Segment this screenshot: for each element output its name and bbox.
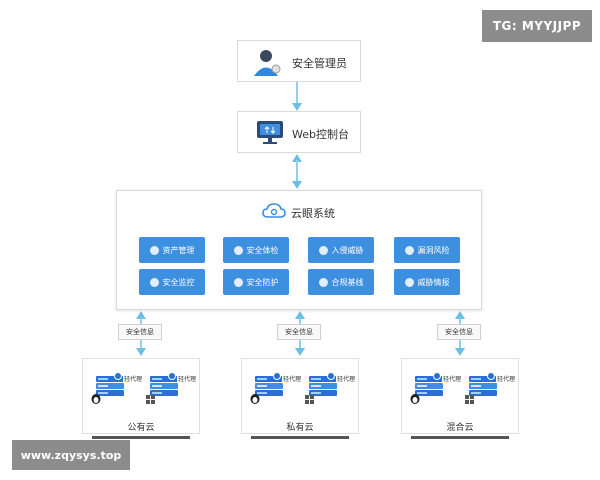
system-label: 云眼系统 <box>291 207 335 220</box>
module-icon <box>149 245 159 255</box>
proxy-label: 轻代理 <box>442 374 463 383</box>
windows-icon <box>146 395 155 404</box>
linux-icon <box>250 394 260 404</box>
cloud-icon <box>262 203 286 218</box>
edge-admin-console <box>296 82 298 104</box>
module-security-monitor: 安全监控 <box>139 269 205 295</box>
module-threat-intel: 威胁情报 <box>394 269 460 295</box>
proxy-label: 轻代理 <box>177 374 198 383</box>
site-watermark: www.zqysys.top <box>12 440 130 470</box>
proxy-label: 轻代理 <box>496 374 517 383</box>
cloud-public-name: 公有云 <box>127 423 155 433</box>
user-icon <box>254 50 281 76</box>
arrow-private-down <box>295 348 305 356</box>
windows-icon <box>465 395 474 404</box>
admin-label: 安全管理员 <box>292 57 347 70</box>
cloud-private-name: 私有云 <box>286 423 314 433</box>
module-icon <box>404 245 414 255</box>
cloud-hybrid-name: 混合云 <box>446 423 474 433</box>
module-security-protection: 安全防护 <box>223 269 289 295</box>
proxy-label: 轻代理 <box>336 374 357 383</box>
proxy-label: 轻代理 <box>282 374 303 383</box>
console-label: Web控制台 <box>292 128 349 141</box>
edge-label-private: 安全信息 <box>277 324 321 340</box>
module-compliance-baseline: 合规基线 <box>308 269 374 295</box>
cloud-hybrid-base <box>411 436 509 439</box>
arrow-admin-console <box>292 103 302 111</box>
proxy-label: 轻代理 <box>123 374 144 383</box>
module-intrusion-threat: 入侵威胁 <box>308 237 374 263</box>
cloud-private-base <box>251 436 349 439</box>
module-vulnerability-risk: 漏洞风险 <box>394 237 460 263</box>
module-icon <box>233 245 243 255</box>
arrow-hybrid-down <box>455 348 465 356</box>
edge-label-public: 安全信息 <box>118 324 162 340</box>
arrow-public-down <box>136 348 146 356</box>
monitor-icon <box>257 121 283 144</box>
server-icon <box>90 372 130 408</box>
server-icon <box>144 372 184 408</box>
module-icon <box>318 277 328 287</box>
linux-icon <box>410 394 420 404</box>
server-icon <box>463 372 503 408</box>
edge-label-hybrid: 安全信息 <box>437 324 481 340</box>
module-security-check: 安全体检 <box>223 237 289 263</box>
edge-console-system <box>296 160 298 182</box>
arrow-private-up <box>295 311 305 319</box>
cloud-public-base <box>92 436 190 439</box>
tg-watermark: TG: MYYJJPP <box>482 10 592 42</box>
admin-node: 安全管理员 <box>237 40 361 82</box>
module-icon <box>149 277 159 287</box>
windows-icon <box>305 395 314 404</box>
server-icon <box>249 372 289 408</box>
module-icon <box>233 277 243 287</box>
linux-icon <box>91 394 101 404</box>
arrow-console-system <box>292 181 302 189</box>
arrow-hybrid-up <box>455 311 465 319</box>
module-icon <box>404 277 414 287</box>
module-asset-management: 资产管理 <box>139 237 205 263</box>
arrow-system-console <box>292 154 302 162</box>
server-icon <box>409 372 449 408</box>
console-node: Web控制台 <box>237 111 361 153</box>
cloud-private <box>241 358 359 434</box>
module-icon <box>318 245 328 255</box>
server-icon <box>303 372 343 408</box>
arrow-public-up <box>136 311 146 319</box>
